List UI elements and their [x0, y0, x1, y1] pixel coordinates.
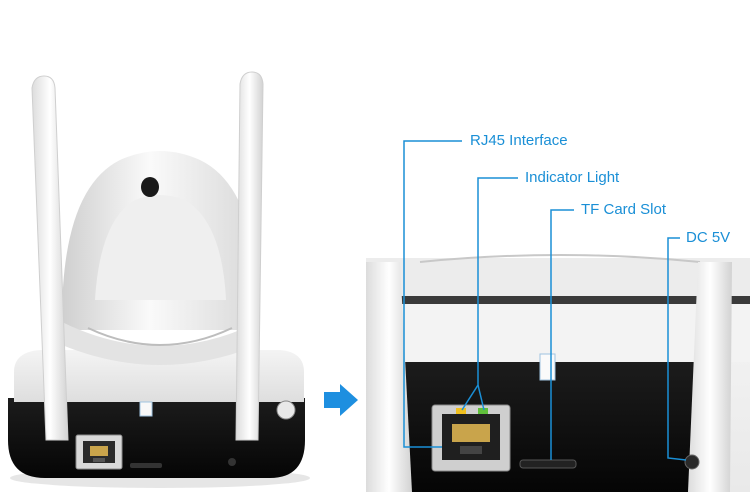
callout-dc-5v: DC 5V: [686, 229, 731, 246]
tf-slot-small: [130, 463, 162, 468]
dc-jack: [684, 454, 700, 470]
callout-lines: [403, 140, 687, 461]
camera-zoom-view: [366, 254, 750, 492]
qr-sticker: [539, 353, 556, 381]
qr-sticker-small: [139, 401, 153, 417]
rj45-port-large: [431, 404, 511, 472]
indicator-light-left: [456, 408, 466, 414]
callout-rj45-interface: RJ45 Interface: [470, 132, 568, 149]
left-antenna: [31, 75, 69, 441]
callout-tf-card-slot: TF Card Slot: [581, 201, 667, 218]
arrow-right-icon: [324, 384, 358, 416]
camera-full-view: [8, 71, 310, 488]
rj45-port-small: [75, 434, 123, 470]
callout-indicator-light: Indicator Light: [525, 169, 620, 186]
right-antenna: [235, 71, 264, 441]
tf-card-slot: [519, 459, 577, 469]
indicator-light-right: [478, 408, 488, 414]
